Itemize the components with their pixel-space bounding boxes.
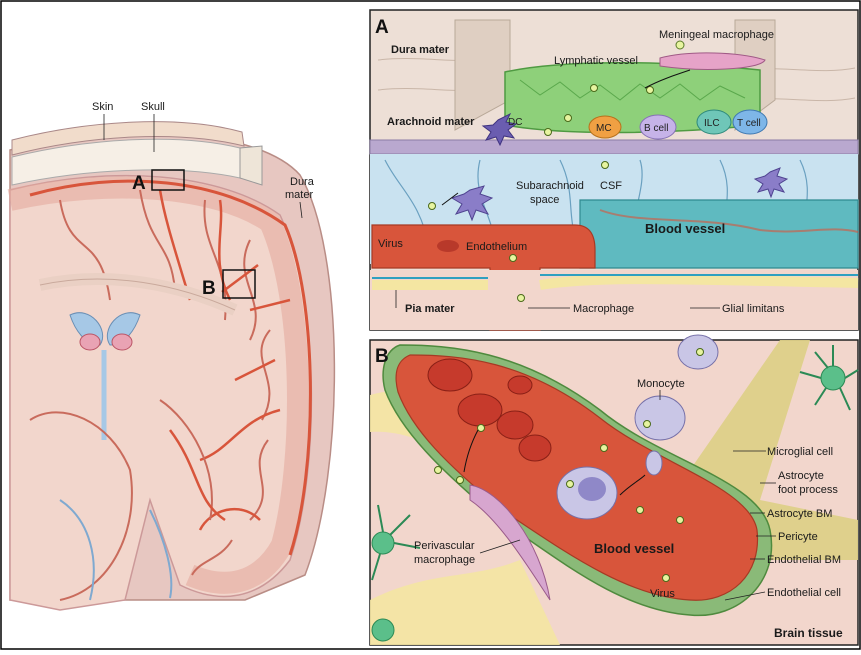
label-astrocyte-line2: foot process [778, 484, 838, 496]
label-glial-limitans: Glial limitans [722, 303, 785, 315]
label-endothelial-bm: Endothelial BM [767, 554, 841, 566]
label-blood-vessel-a: Blood vessel [645, 221, 725, 236]
panel-b-letter: B [375, 346, 389, 367]
label-virus-b: Virus [650, 588, 675, 600]
box-b-letter: B [202, 278, 216, 299]
monocyte [635, 396, 685, 440]
label-pia-mater: Pia mater [405, 303, 455, 315]
label-endothelium: Endothelium [466, 241, 527, 253]
label-dura-mater: Dura mater [391, 44, 450, 56]
label-endothelial-cell: Endothelial cell [767, 587, 841, 599]
label-virus-a: Virus [378, 238, 403, 250]
label-skin: Skin [92, 101, 113, 113]
panel-a: A Dura mater Lymphatic vessel Meningeal … [370, 10, 858, 330]
label-dc: DC [508, 117, 522, 128]
label-lymphatic-vessel: Lymphatic vessel [554, 55, 638, 67]
label-b-cell: B cell [644, 123, 668, 134]
box-a-letter: A [132, 173, 146, 194]
label-monocyte: Monocyte [637, 378, 685, 390]
label-macrophage: Macrophage [573, 303, 634, 315]
panel-b: B Monocyte Microglial cell Astrocyte foo… [370, 335, 858, 645]
label-astrocyte-bm: Astrocyte BM [767, 508, 832, 520]
label-t-cell: T cell [737, 118, 761, 129]
label-brain-tissue: Brain tissue [774, 626, 843, 640]
label-astrocyte-line1: Astrocyte [778, 470, 824, 482]
label-mc: MC [596, 123, 612, 134]
label-blood-vessel-b: Blood vessel [594, 541, 674, 556]
label-pericyte: Pericyte [778, 531, 818, 543]
brain-coronal-section: A B Skin Skull Dura mater [10, 101, 334, 610]
label-subarachnoid-line1: Subarachnoid [516, 180, 584, 192]
label-perivascular-line2: macrophage [414, 554, 475, 566]
label-ilc: ILC [704, 118, 720, 129]
label-dura-line1: Dura [290, 176, 315, 188]
panel-a-letter: A [375, 17, 389, 38]
label-perivascular-line1: Perivascular [414, 540, 475, 552]
label-skull: Skull [141, 101, 165, 113]
label-dura-line2: mater [285, 189, 313, 201]
label-meningeal-macrophage: Meningeal macrophage [659, 29, 774, 41]
label-subarachnoid-line2: space [530, 194, 559, 206]
label-microglial-cell: Microglial cell [767, 446, 833, 458]
label-arachnoid-mater: Arachnoid mater [387, 116, 475, 128]
label-csf: CSF [600, 180, 622, 192]
